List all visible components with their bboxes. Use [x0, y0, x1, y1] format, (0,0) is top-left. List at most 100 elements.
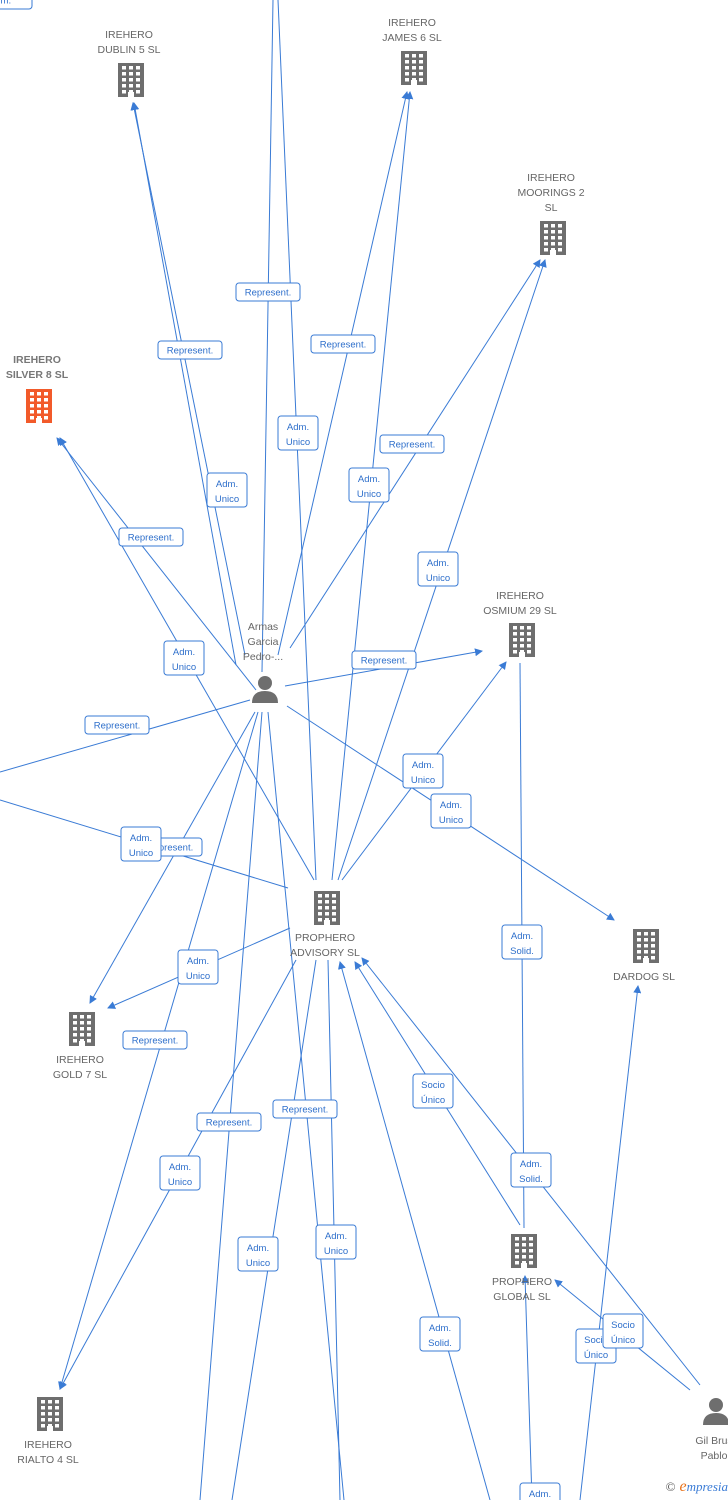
edge-label[interactable]: Adm.Unico	[348, 467, 390, 503]
edge-label[interactable]: Adm.	[0, 0, 33, 10]
edge-label[interactable]: Adm. Unico	[159, 1155, 201, 1191]
edge-label[interactable]: Adm.Solid.	[510, 1152, 552, 1188]
edge-label-box	[120, 826, 162, 862]
edge-label[interactable]: Adm.Solid.	[501, 924, 543, 960]
node-label-line: IREHERO	[496, 590, 544, 602]
edge-label[interactable]: Adm. Unico	[430, 793, 472, 829]
node-label-line: SL	[545, 202, 558, 214]
edge-label-text: Unico	[439, 815, 463, 826]
edge-label-text: Represent.	[147, 843, 193, 854]
edge-label-text: Solid.	[519, 1174, 543, 1185]
edge-label[interactable]: Adm.Unico	[519, 1482, 561, 1500]
edge-line	[261, 0, 274, 673]
edge-label-text: Solid.	[428, 1338, 452, 1349]
node-label-line: Gil Brus	[695, 1435, 728, 1447]
edge-label-text: Adm.	[169, 1162, 191, 1173]
node-gilbrus[interactable]: Gil BrusPablo	[695, 1398, 728, 1462]
edge-label-text: Adm.	[325, 1231, 347, 1242]
building-icon	[401, 51, 427, 85]
edge-label[interactable]: Adm.Unico	[277, 415, 319, 451]
edge-label-text: Represent.	[361, 656, 407, 667]
edge-label[interactable]: Represent.	[84, 715, 150, 735]
edge-label[interactable]: Represent.	[351, 650, 417, 670]
edge-label-text: Adm.	[187, 956, 209, 967]
node-label-line: IREHERO	[13, 354, 61, 366]
node-label-line: PROPHERO	[492, 1276, 552, 1288]
edge-line	[130, 102, 246, 656]
building-icon	[633, 929, 659, 963]
edge-label-box	[351, 650, 417, 670]
node-label-line: DUBLIN 5 SL	[97, 44, 160, 56]
edge-label-box	[519, 1482, 561, 1500]
edge-label[interactable]: Represent.	[157, 340, 223, 360]
edge-label-text: Represent.	[389, 440, 435, 451]
node-label-line: IREHERO	[105, 29, 153, 41]
edge-label-text: Unico	[215, 494, 239, 505]
edge-label-text: Adm.	[247, 1243, 269, 1254]
edge-label-text: Único	[421, 1095, 445, 1106]
edge-label-text: Represent.	[206, 1118, 252, 1129]
edge-label-box	[402, 753, 444, 789]
edge-label-text: Represent.	[132, 1036, 178, 1047]
building-icon	[314, 891, 340, 925]
edge-label[interactable]: Represent.	[272, 1099, 338, 1119]
edge-label-box	[206, 472, 248, 508]
edge-label-box	[122, 1030, 188, 1050]
edge-label[interactable]: Represent.	[196, 1112, 262, 1132]
edge-label-box	[430, 793, 472, 829]
node-armas[interactable]: ArmasGarciaPedro-...	[243, 621, 283, 703]
edges-layer	[0, 0, 701, 1500]
building-icon	[540, 221, 566, 255]
node-label-line: ADVISORY SL	[290, 947, 360, 959]
edge-label-text: Unico	[168, 1177, 192, 1188]
edge-label-text: Represent.	[167, 346, 213, 357]
edge-label[interactable]: Represent.	[122, 1030, 188, 1050]
edge-label[interactable]: Adm.Unico	[315, 1224, 357, 1260]
node-dardog[interactable]: DARDOG SL	[613, 929, 675, 983]
edge-label-text: Único	[611, 1335, 635, 1346]
brand-initial: e	[679, 1478, 687, 1495]
watermark[interactable]: ©empresia	[666, 1478, 728, 1496]
edge-label[interactable]: Adm.Unico	[163, 640, 205, 676]
edge-label[interactable]: Represent.	[310, 334, 376, 354]
edge-label-text: Adm.	[440, 800, 462, 811]
edge-label[interactable]: Adm.Unico	[120, 826, 162, 862]
edge-label-text: Adm.	[511, 931, 533, 942]
edge-label[interactable]: Adm.Unico	[402, 753, 444, 789]
building-icon	[69, 1012, 95, 1046]
edge-label[interactable]: Adm.Unico	[177, 949, 219, 985]
edge-label-text: Represent.	[128, 533, 174, 544]
node-label-line: Armas	[248, 621, 278, 633]
edge-label[interactable]: Adm.Unico	[206, 472, 248, 508]
edge-label-box	[510, 1152, 552, 1188]
edge-label-box	[419, 1316, 461, 1352]
edge-label[interactable]: Adm.Unico	[237, 1236, 279, 1272]
node-silver8[interactable]: IREHERO SILVER 8 SL	[6, 354, 69, 423]
edge-label[interactable]: Adm. Unico	[417, 551, 459, 587]
edge-label-box	[196, 1112, 262, 1132]
building-icon	[511, 1234, 537, 1268]
edge-label-text: Adm.	[429, 1323, 451, 1334]
node-label-line: GOLD 7 SL	[53, 1069, 107, 1081]
node-dublin5[interactable]: IREHERO DUBLIN 5 SL	[97, 29, 161, 97]
edge-label[interactable]: Represent.	[235, 282, 301, 302]
edge-label-box	[237, 1236, 279, 1272]
edge-label-box	[157, 340, 223, 360]
edge-line	[199, 711, 263, 1500]
node-label-line: SILVER 8 SL	[6, 369, 69, 381]
edge-label[interactable]: Adm. Solid.	[419, 1316, 461, 1352]
edge-label[interactable]: Represent.	[379, 434, 445, 454]
edge-label-box	[177, 949, 219, 985]
edge-label-text: Unico	[426, 573, 450, 584]
edge-label[interactable]: Represent.	[118, 527, 184, 547]
edge-label-text: Adm.	[427, 558, 449, 569]
